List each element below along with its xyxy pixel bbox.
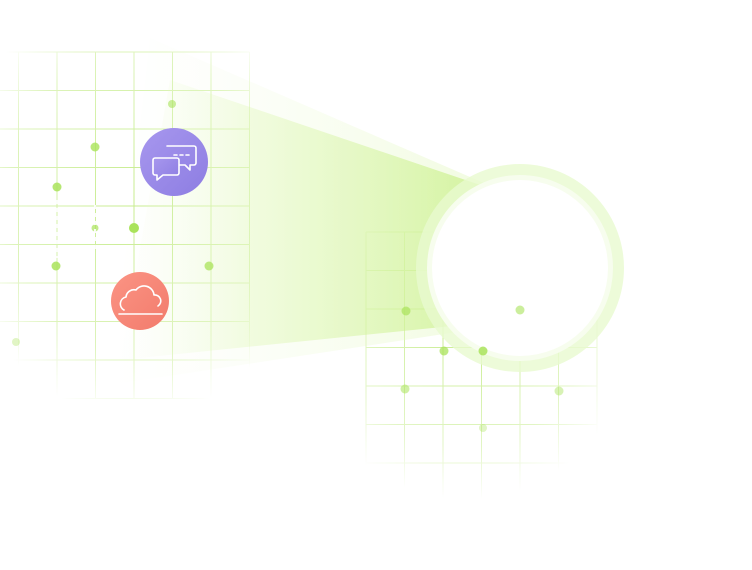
- grid-node: [168, 100, 176, 108]
- light-beam: [110, 38, 500, 385]
- grid-node: [90, 142, 100, 152]
- chat-bubbles-icon[interactable]: [140, 128, 208, 196]
- grid-node: [129, 223, 139, 233]
- grid-node: [400, 384, 410, 394]
- grid-node: [91, 224, 99, 232]
- cloud-icon[interactable]: [111, 272, 169, 330]
- grid-node: [515, 305, 525, 315]
- grid-node: [51, 261, 61, 271]
- grid-node: [439, 346, 449, 356]
- grid-node: [52, 182, 62, 192]
- grid-node: [401, 306, 411, 316]
- grid-node: [204, 261, 214, 271]
- grid-nodes: [12, 100, 564, 432]
- grid-node: [479, 424, 487, 432]
- dashed-marks: [56, 200, 96, 258]
- grid-node: [12, 338, 20, 346]
- portal-ring: [416, 164, 624, 372]
- grid-node: [554, 386, 564, 396]
- grid-node: [478, 346, 488, 356]
